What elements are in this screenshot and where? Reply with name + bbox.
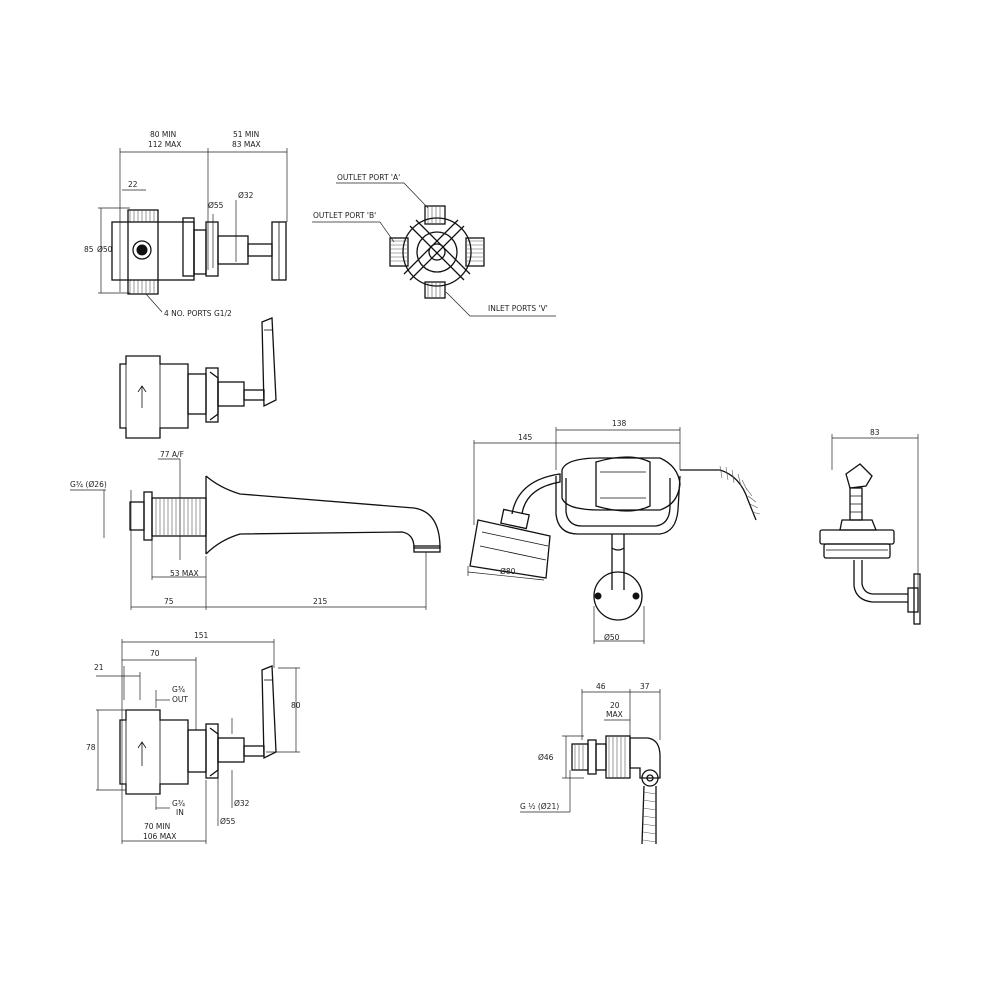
dim-70: 70 <box>150 649 160 658</box>
dim-21: 21 <box>94 663 104 672</box>
dim-112-max: 112 MAX <box>148 140 181 149</box>
dim-80: 80 <box>291 701 301 710</box>
dim-50: Ø50 <box>604 633 620 642</box>
cradle-side-view: 83 <box>819 428 921 625</box>
dim-55: Ø55 <box>220 817 236 826</box>
dim-55: Ø55 <box>208 201 224 210</box>
dim-215: 215 <box>313 597 328 606</box>
dim-70-min: 70 MIN <box>144 822 170 831</box>
valve-bottom-view: 151 70 21 G¾ OUT 78 80 Ø32 <box>86 631 301 844</box>
dim-106-max: 106 MAX <box>143 832 176 841</box>
dim-20: 20 <box>610 701 620 710</box>
inlet-ports-v: INLET PORTS 'V' <box>488 304 548 313</box>
dim-80: Ø80 <box>500 567 516 576</box>
dim-22: 22 <box>128 180 138 189</box>
dim-77-af: 77 A/F <box>160 450 184 459</box>
outlet-elbow-view: 46 37 20 MAX Ø46 G ½ (Ø21) <box>520 682 661 845</box>
ports-note: 4 NO. PORTS G1/2 <box>164 309 232 318</box>
dim-37: 37 <box>640 682 650 691</box>
g-in-1: G¾ <box>172 799 186 808</box>
dim-138: 138 <box>612 419 627 428</box>
dim-75: 75 <box>164 597 174 606</box>
dim-85: 85 <box>84 245 94 254</box>
outlet-port-a: OUTLET PORT 'A' <box>337 173 400 182</box>
dim-46: 46 <box>596 682 606 691</box>
dim-83-max: 83 MAX <box>232 140 261 149</box>
dim-32: Ø32 <box>238 191 254 200</box>
dim-50: Ø50 <box>97 245 113 254</box>
dim-78: 78 <box>86 743 96 752</box>
dim-151: 151 <box>194 631 209 640</box>
g-out-2: OUT <box>172 695 188 704</box>
dim-max: MAX <box>606 710 623 719</box>
outlet-port-b: OUTLET PORT 'B' <box>313 211 376 220</box>
valve-top-view: 80 MIN 112 MAX 51 MIN 83 MAX 22 Ø55 Ø32 … <box>84 130 288 318</box>
dim-thread: G¾ (Ø26) <box>70 480 107 489</box>
handset-view: 145 138 Ø80 Ø50 <box>467 419 761 644</box>
g-in-2: IN <box>176 808 184 817</box>
dim-80-min: 80 MIN <box>150 130 176 139</box>
dim-d46: Ø46 <box>538 753 554 762</box>
g-out-1: G¾ <box>172 685 186 694</box>
dim-145: 145 <box>518 433 533 442</box>
dim-51-min: 51 MIN <box>233 130 259 139</box>
dim-32: Ø32 <box>234 799 250 808</box>
dim-83: 83 <box>870 428 880 437</box>
spout-view: 77 A/F G¾ (Ø26) 53 MAX 75 215 <box>70 450 441 610</box>
dim-thread: G ½ (Ø21) <box>520 802 559 811</box>
dim-53-max: 53 MAX <box>170 569 199 578</box>
valve-side-view <box>119 317 277 439</box>
port-diagram: OUTLET PORT 'A' OUTLET PORT 'B' INLET PO… <box>312 173 556 317</box>
